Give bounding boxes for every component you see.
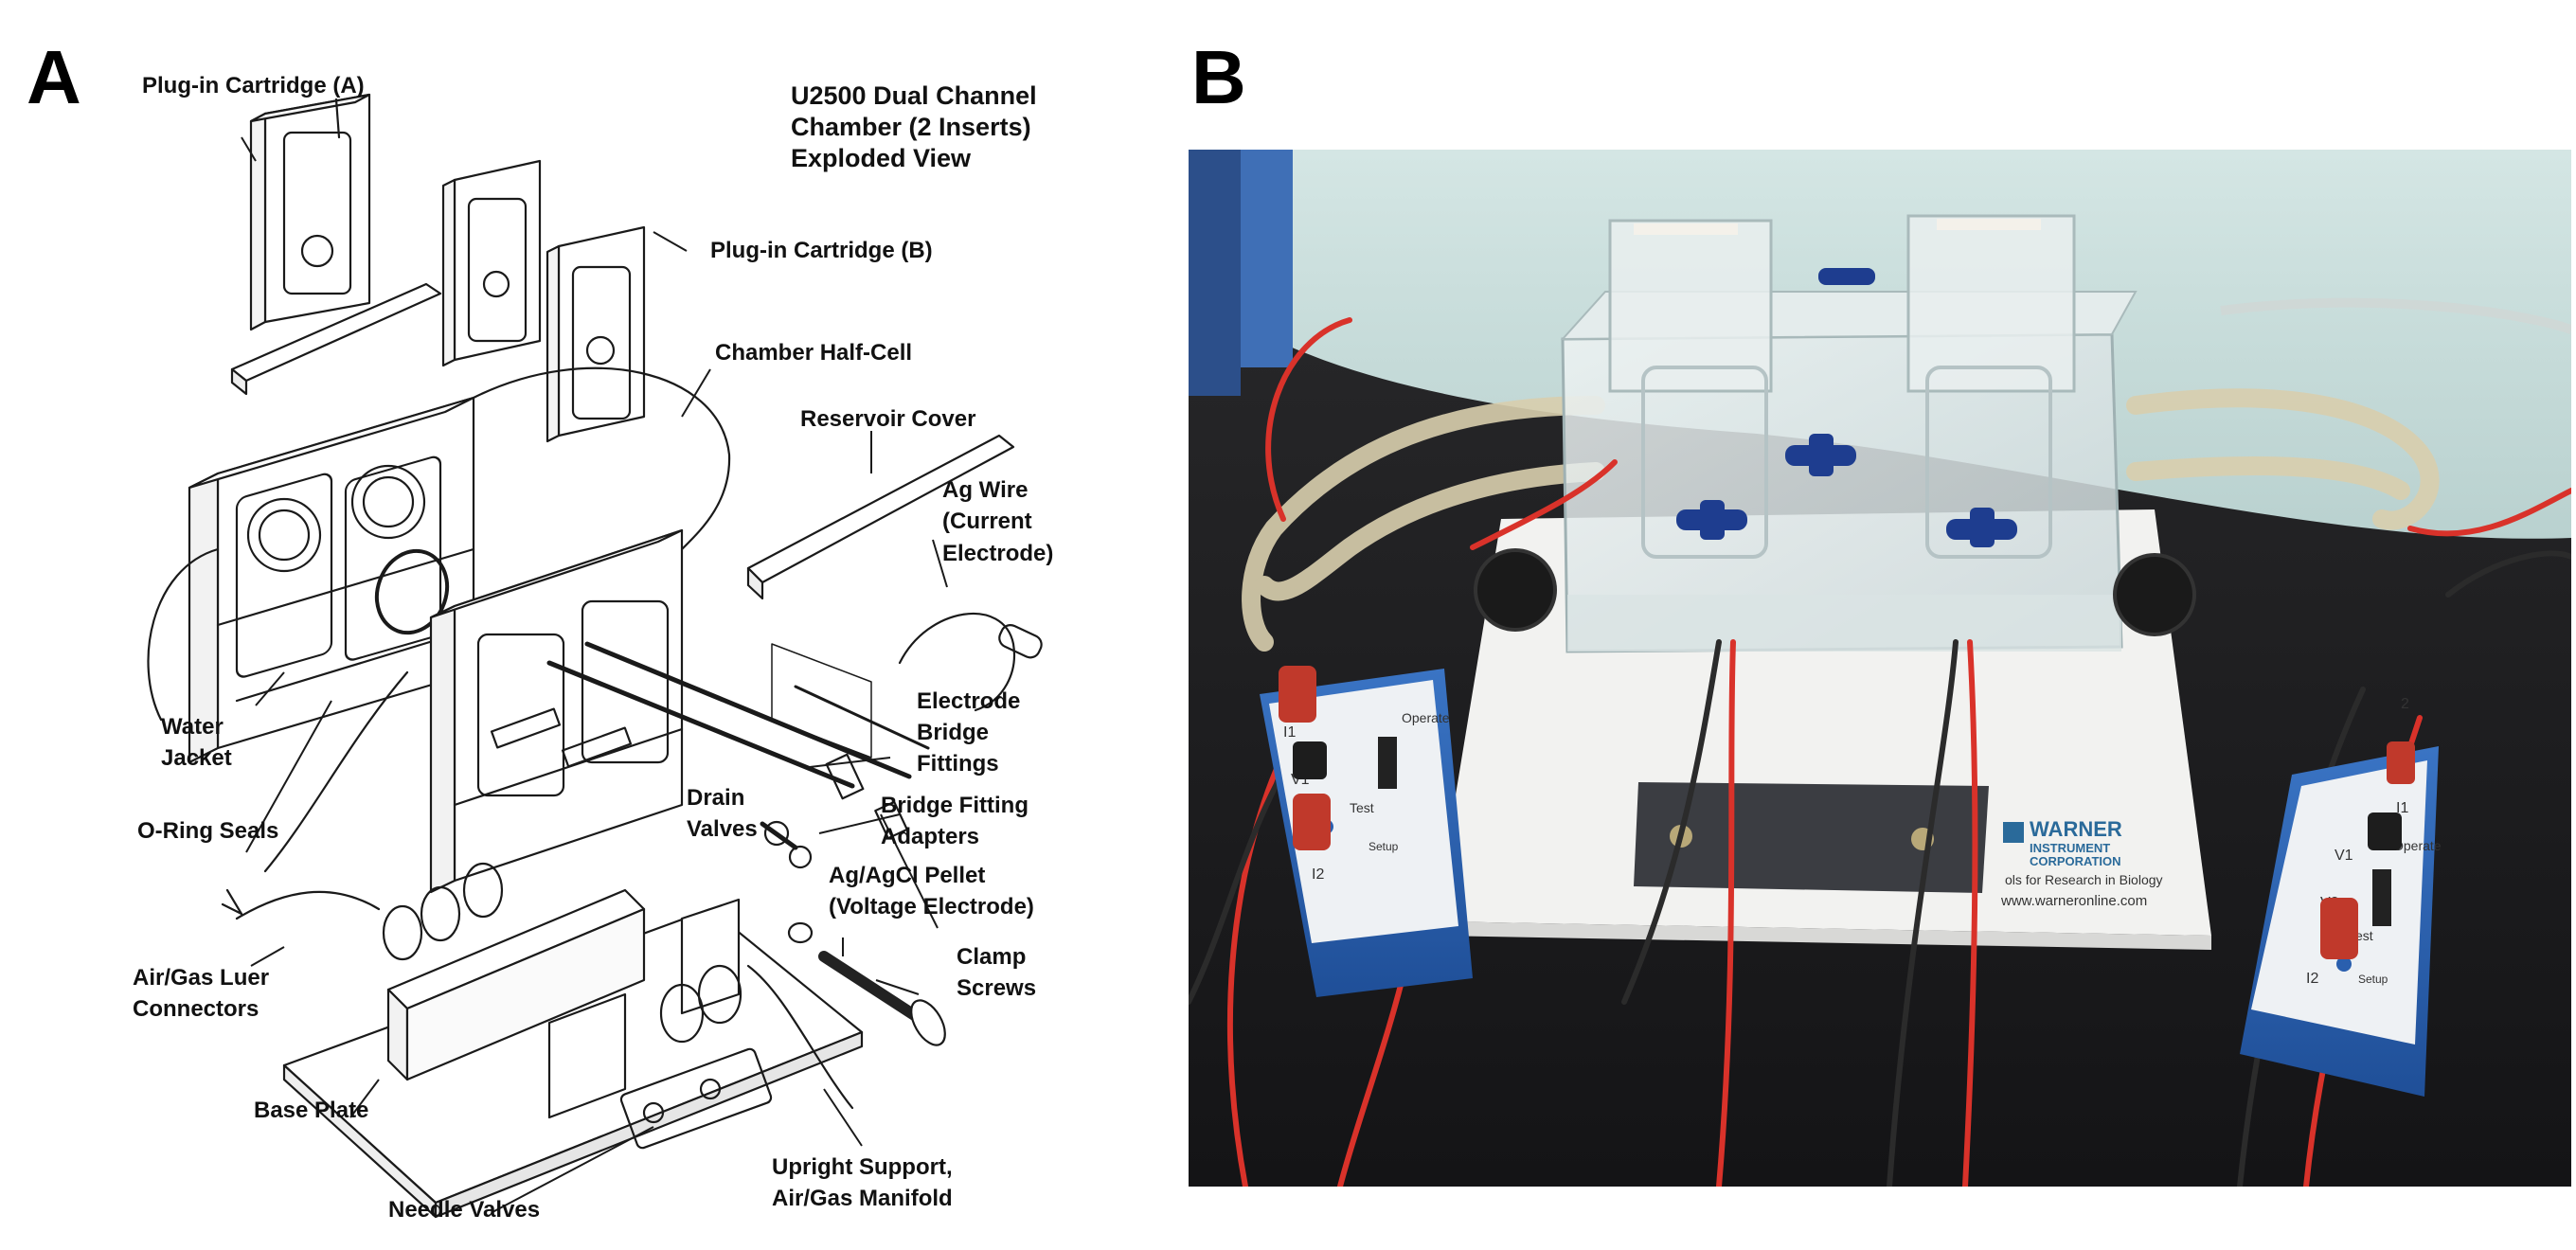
label-luer-connectors-1: Air/Gas Luer — [133, 965, 269, 991]
plugin-cartridge-a-drawing — [249, 93, 371, 331]
right-box-setup: Setup — [2358, 973, 2388, 986]
right-box-i2: I2 — [2306, 971, 2318, 987]
label-luer-connectors-2: Connectors — [133, 996, 259, 1022]
label-o-ring-seals: O-Ring Seals — [137, 818, 278, 844]
clamp-knob-left — [1474, 548, 1557, 632]
base-plate-drawing — [221, 862, 946, 1219]
right-box-i1: I1 — [2396, 800, 2408, 816]
label-upright-support-1: Upright Support, — [772, 1154, 953, 1180]
acrylic-chamber — [1560, 214, 2138, 653]
warner-logo: WARNER INSTRUMENT CORPORATION ols for Re… — [2000, 817, 2163, 909]
label-clamp-screws-2: Screws — [957, 975, 1036, 1001]
right-box-operate: Operate — [2393, 838, 2442, 853]
label-agcl-pellet-1: Ag/AgCl Pellet — [829, 863, 985, 888]
label-bridge-adapters-2: Adapters — [881, 824, 979, 849]
label-reservoir-cover: Reservoir Cover — [800, 406, 975, 432]
left-box-operate: Operate — [1402, 710, 1450, 725]
exploded-view-diagram: U2500 Dual Channel Chamber (2 Inserts) E… — [95, 57, 1061, 1241]
label-base-plate: Base Plate — [254, 1098, 368, 1123]
label-electrode-bridge-3: Fittings — [917, 751, 999, 777]
leader-lines — [241, 136, 948, 1213]
brand-url: www.warneronline.com — [2000, 893, 2147, 909]
label-drain-valves-2: Valves — [687, 816, 758, 842]
diagram-title-line-1: U2500 Dual Channel — [791, 81, 1037, 110]
right-plugs — [2320, 741, 2415, 959]
left-plugs — [1279, 666, 1331, 850]
label-electrode-bridge-1: Electrode — [917, 688, 1020, 714]
label-electrode-bridge-2: Bridge — [917, 720, 989, 745]
label-clamp-screws-1: Clamp — [957, 944, 1026, 970]
label-water-jacket-2: Jacket — [161, 745, 232, 771]
tubing — [1242, 388, 2440, 652]
label-plugin-cartridge-b: Plug-in Cartridge (B) — [710, 238, 933, 263]
left-box-i1: I1 — [1283, 724, 1296, 741]
label-drain-valves-1: Drain — [687, 785, 744, 811]
diagram-title-line-3: Exploded View — [791, 144, 972, 172]
brand-name: WARNER — [2030, 817, 2122, 841]
brand-sub-1: INSTRUMENT — [2030, 841, 2110, 855]
left-half-cell-drawing — [188, 396, 475, 764]
left-box-test: Test — [1350, 800, 1374, 815]
label-bridge-adapters-1: Bridge Fitting — [881, 793, 1029, 818]
chamber-photo: WARNER INSTRUMENT CORPORATION ols for Re… — [1189, 150, 2571, 1187]
brand-sub-2: CORPORATION — [2030, 854, 2121, 868]
electrode-fittings-drawing — [490, 641, 912, 869]
panel-letter-b: B — [1191, 35, 1246, 119]
right-half-cell-drawing — [429, 528, 684, 894]
diagram-title-line-2: Chamber (2 Inserts) — [791, 113, 1031, 141]
label-ag-wire-3: Electrode) — [942, 541, 1053, 566]
label-upright-support-2: Air/Gas Manifold — [772, 1186, 953, 1211]
label-agcl-pellet-2: (Voltage Electrode) — [829, 894, 1034, 920]
label-plugin-cartridge-a: Plug-in Cartridge (A) — [142, 73, 365, 98]
blue-stopcock-valves — [1676, 268, 2017, 547]
right-box-number: 2 — [2401, 696, 2409, 712]
label-ag-wire-2: (Current — [942, 509, 1032, 534]
label-chamber-half-cell: Chamber Half-Cell — [715, 340, 912, 366]
plugin-cartridge-b-drawing — [441, 159, 646, 443]
brand-tagline: ols for Research in Biology — [2005, 872, 2163, 887]
label-water-jacket-1: Water — [161, 714, 224, 740]
left-box-setup: Setup — [1368, 840, 1399, 853]
clamp-knob-right — [2113, 553, 2196, 636]
label-ag-wire-1: Ag Wire — [942, 477, 1028, 503]
right-box-v1: V1 — [2334, 848, 2353, 864]
left-box-i2: I2 — [1312, 866, 1324, 883]
label-needle-valves: Needle Valves — [388, 1197, 540, 1223]
panel-letter-a: A — [27, 35, 81, 119]
